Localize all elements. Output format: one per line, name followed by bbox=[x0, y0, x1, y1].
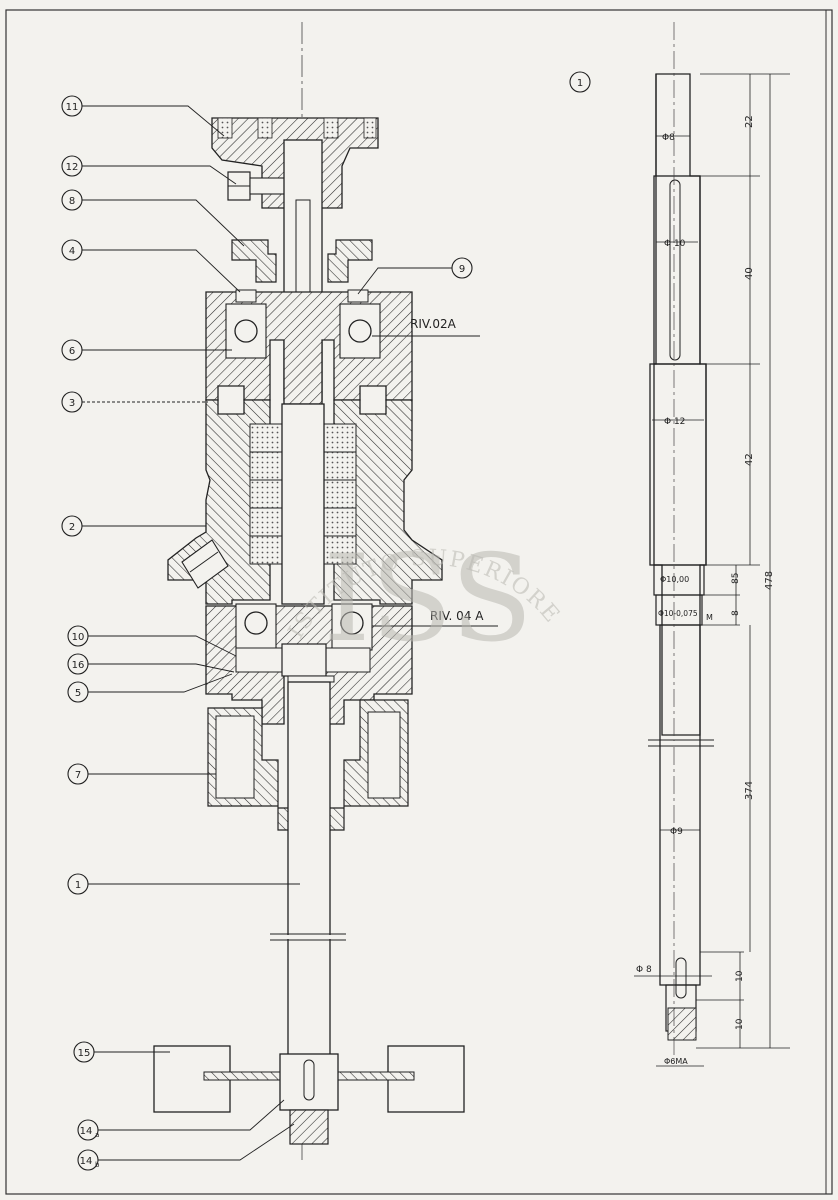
detail-shaft-slot-section bbox=[653, 175, 701, 365]
callout-16: 16 bbox=[67, 653, 235, 675]
dim-40: 40 bbox=[744, 267, 755, 280]
riv04-label: RIV. 04 A bbox=[430, 609, 484, 623]
callout-3: 3 bbox=[61, 391, 208, 413]
callout-15: 15 bbox=[73, 1041, 170, 1063]
dim-d6ma: Φ6MA bbox=[664, 1057, 688, 1066]
hub-slot bbox=[303, 1059, 315, 1101]
dim-478: 478 bbox=[764, 571, 775, 590]
hub-nut-part-14b bbox=[289, 1109, 329, 1145]
svg-text:16: 16 bbox=[72, 660, 85, 671]
upper-bearing-right-part-6 bbox=[339, 303, 381, 359]
svg-text:8: 8 bbox=[69, 196, 75, 207]
dim-22: 22 bbox=[744, 115, 755, 128]
shaft-collar bbox=[287, 675, 335, 683]
callout-14a: 14 a bbox=[77, 1099, 285, 1141]
detail-callout: 1 bbox=[569, 71, 591, 93]
long-shaft-part-1 bbox=[287, 681, 331, 1063]
magnet-stack bbox=[249, 423, 357, 565]
nut-right-part-8 bbox=[327, 239, 373, 283]
svg-text:ISS: ISS bbox=[323, 530, 533, 669]
callout-11: 11 bbox=[61, 95, 225, 137]
callout-12: 12 bbox=[61, 155, 237, 185]
svg-text:4: 4 bbox=[69, 246, 75, 257]
svg-text:1: 1 bbox=[75, 880, 81, 891]
dim-d10-00: Φ10,00 bbox=[660, 575, 689, 584]
dim-42: 42 bbox=[744, 453, 755, 466]
callout-2: 2 bbox=[61, 515, 206, 537]
upper-bearing-left-part-6 bbox=[225, 303, 267, 359]
assembly-section-view: RIV.02A RIV. 04 A bbox=[153, 22, 498, 1160]
lower-bearing-left bbox=[235, 603, 277, 651]
callout-9: 9 bbox=[357, 257, 473, 295]
svg-text:b: b bbox=[95, 1161, 100, 1169]
lower-bearing-right bbox=[331, 603, 373, 651]
callout-6: 6 bbox=[61, 339, 232, 361]
paddle-arm-right bbox=[329, 1071, 415, 1081]
svg-text:11: 11 bbox=[66, 102, 79, 113]
svg-text:9: 9 bbox=[459, 264, 465, 275]
nut-left-part-8 bbox=[231, 239, 277, 283]
callout-7: 7 bbox=[67, 763, 216, 785]
dim-d10: Φ 10 bbox=[664, 239, 686, 249]
svg-text:15: 15 bbox=[78, 1048, 91, 1059]
detail-long-slot bbox=[669, 179, 681, 361]
dim-d10-075: Φ10-0,075 bbox=[658, 609, 698, 618]
svg-text:5: 5 bbox=[75, 688, 81, 699]
svg-text:7: 7 bbox=[75, 770, 81, 781]
dim-8: 8 bbox=[731, 610, 741, 616]
dim-d9: Φ9 bbox=[670, 827, 683, 837]
cover-screw-part-9 bbox=[347, 289, 369, 303]
detail-break-mark bbox=[648, 739, 714, 747]
callout-14b: 14 b bbox=[77, 1123, 295, 1171]
housing-body-right-part-2 bbox=[333, 399, 443, 605]
dim-85: 85 bbox=[731, 573, 741, 584]
detail-shaft-d12-section bbox=[649, 363, 707, 566]
cup-cavity-left bbox=[215, 715, 255, 799]
callout-10: 10 bbox=[67, 625, 237, 657]
cup-cavity-right bbox=[367, 711, 401, 799]
dim-10a: 10 bbox=[735, 970, 745, 982]
svg-text:14: 14 bbox=[80, 1126, 93, 1137]
svg-text:6: 6 bbox=[69, 346, 75, 357]
paddle-arm-left bbox=[203, 1071, 289, 1081]
dim-374: 374 bbox=[744, 781, 755, 800]
callout-1: 1 bbox=[67, 873, 300, 895]
svg-text:10: 10 bbox=[72, 632, 85, 643]
detail-key-slot bbox=[675, 957, 687, 999]
cover-screw-part-4 bbox=[235, 289, 257, 303]
callout-8: 8 bbox=[61, 189, 245, 247]
cup-part-7 bbox=[207, 699, 409, 831]
detail-shaft-d9-section bbox=[659, 624, 701, 986]
svg-text:2: 2 bbox=[69, 522, 75, 533]
detail-shaft-body bbox=[653, 73, 707, 736]
callouts: 11 12 8 4 9 6 3 bbox=[61, 95, 473, 1171]
detail-thread bbox=[667, 1007, 697, 1041]
lower-sleeve bbox=[281, 643, 327, 677]
svg-text:3: 3 bbox=[69, 398, 75, 409]
svg-text:a: a bbox=[95, 1131, 99, 1139]
svg-text:14: 14 bbox=[80, 1156, 93, 1167]
callout-4: 4 bbox=[61, 239, 241, 293]
dim-10b: 10 bbox=[735, 1018, 745, 1030]
dim-lines bbox=[696, 73, 790, 1049]
retaining-ring-part-10 bbox=[235, 647, 283, 673]
svg-text:12: 12 bbox=[66, 162, 79, 173]
dim-d12: Φ 12 bbox=[664, 417, 685, 427]
retaining-ring-right bbox=[323, 647, 371, 673]
inclined-fitting bbox=[181, 539, 229, 589]
shaft-break-mark bbox=[270, 933, 346, 941]
dim-d8-top: Φ8 bbox=[662, 133, 675, 143]
dim-m-mark: M bbox=[706, 613, 713, 622]
shaft-detail-view: 1 Φ8 Φ 10 Φ 12 Φ10,00 Φ10-0,075 M bbox=[569, 22, 790, 1067]
drawing-border bbox=[5, 9, 833, 1195]
dim-d8-bottom: Φ 8 bbox=[636, 965, 652, 975]
riv02-label: RIV.02A bbox=[410, 317, 457, 331]
mid-shaft bbox=[281, 403, 325, 605]
callout-5: 5 bbox=[67, 673, 233, 703]
svg-text:1: 1 bbox=[577, 78, 583, 89]
